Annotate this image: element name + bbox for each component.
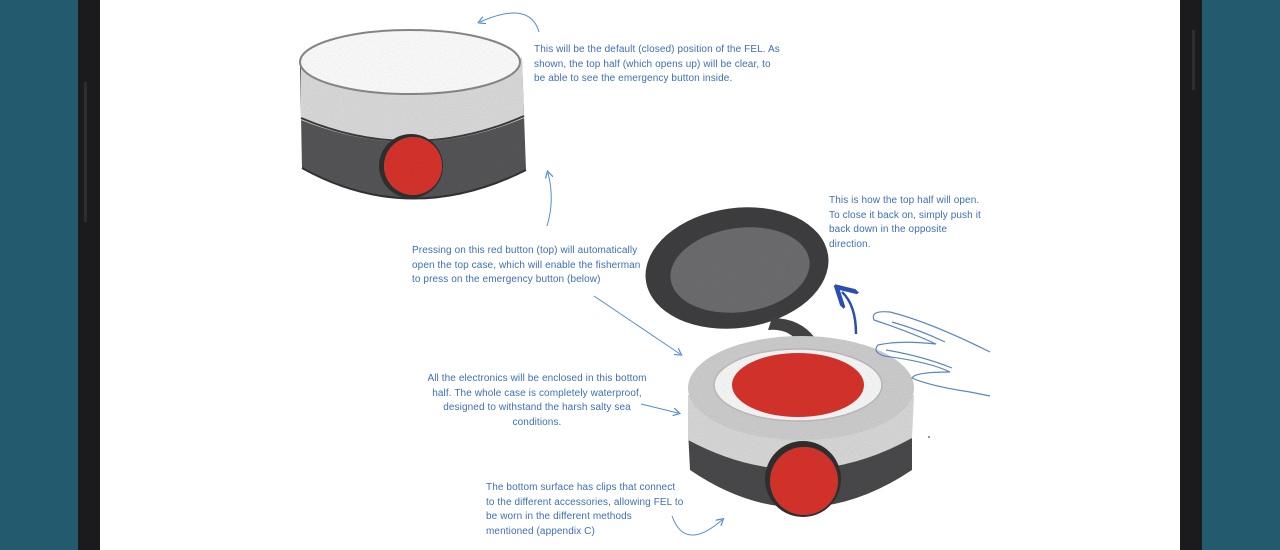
open-lid-sketch <box>638 196 837 345</box>
annotation-electronics: All the electronics will be enclosed in … <box>426 372 648 430</box>
arrow-to-closed-top <box>480 13 539 32</box>
annotation-top-open: This is how the top half will open. To c… <box>829 194 981 252</box>
document-page: This will be the default (closed) positi… <box>100 0 1180 550</box>
tablet-side-button <box>84 82 87 222</box>
open-device-red-button <box>770 447 838 515</box>
tablet-side-button-right <box>1192 30 1195 90</box>
pencil-dot <box>928 436 930 438</box>
annotation-red-button: Pressing on this red button (top) will a… <box>412 244 640 288</box>
emergency-button <box>732 353 864 417</box>
arrow-to-closed-button <box>547 173 551 226</box>
annotation-closed-position: This will be the default (closed) positi… <box>534 43 780 87</box>
closed-device-red-button <box>384 137 442 195</box>
annotation-bottom-clips: The bottom surface has clips that connec… <box>486 481 683 539</box>
open-direction-arrow <box>842 292 856 334</box>
